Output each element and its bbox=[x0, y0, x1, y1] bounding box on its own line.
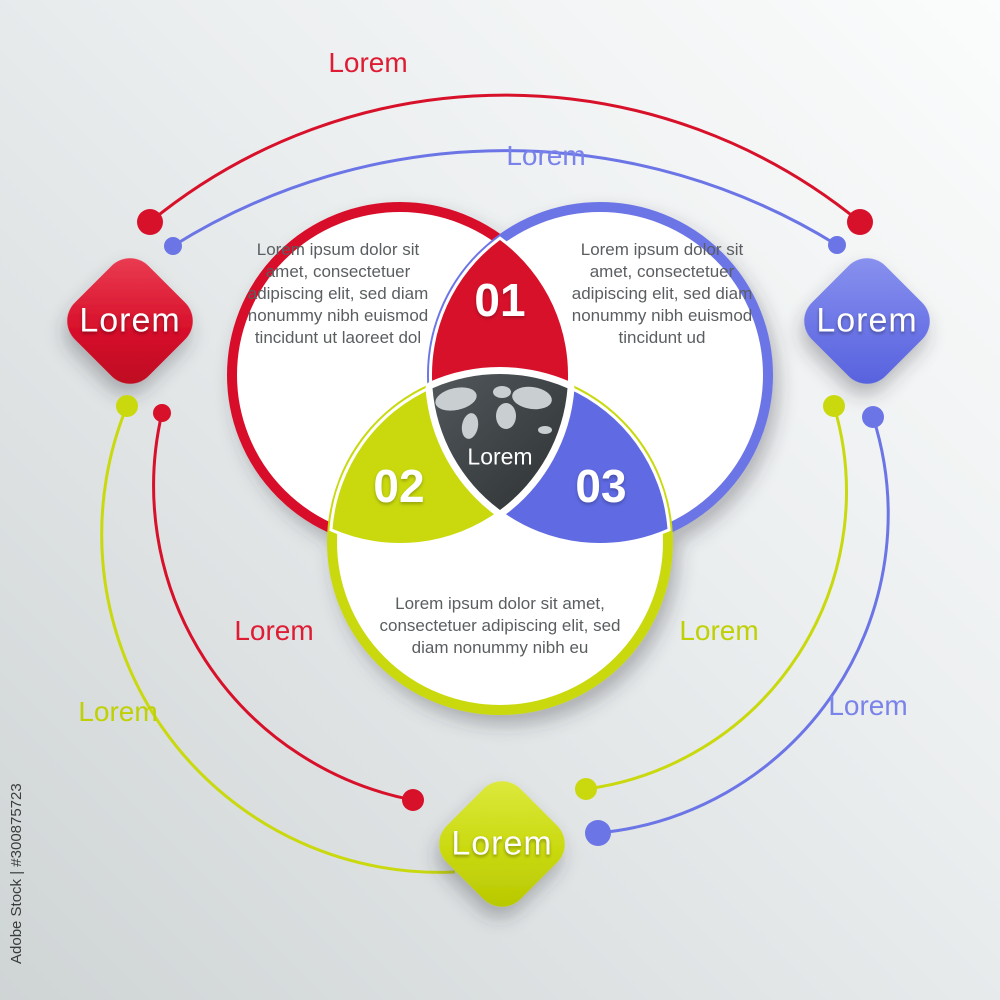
dot-blue-top-left bbox=[164, 237, 182, 255]
dot-red-top-left bbox=[137, 209, 163, 235]
world-map-icon bbox=[435, 386, 552, 439]
map-continent-europe bbox=[493, 386, 511, 398]
shield-center-label: Lorem bbox=[467, 443, 533, 470]
step-number-01: 01 bbox=[474, 274, 526, 326]
map-continent-africa bbox=[496, 403, 516, 429]
bottom-circle-text: Lorem ipsum dolor sit amet, consectetuer… bbox=[379, 594, 621, 657]
connector-label-top-blue: Lorem bbox=[506, 140, 586, 171]
nodes bbox=[67, 258, 930, 907]
node-diamond-left bbox=[67, 258, 193, 384]
connector-arcs bbox=[100, 93, 890, 874]
connector-arc-left-red bbox=[152, 412, 414, 802]
connector-label-left-yellow: Lorem bbox=[78, 696, 158, 727]
map-continent-south-america bbox=[461, 413, 479, 439]
connector-arc-top-red bbox=[149, 93, 861, 224]
node-diamond-bottom bbox=[439, 781, 565, 907]
dot-yellow-right bbox=[823, 395, 845, 417]
connector-label-left-red: Lorem bbox=[234, 615, 314, 646]
dot-yellow-bottom bbox=[575, 778, 597, 800]
dot-red-left bbox=[153, 404, 171, 422]
connector-arc-right-yellow bbox=[585, 405, 848, 791]
step-number-03: 03 bbox=[575, 460, 627, 512]
node-label-left: Lorem bbox=[79, 301, 181, 340]
step-number-02: 02 bbox=[373, 460, 425, 512]
dot-blue-top-right bbox=[828, 236, 846, 254]
node-label-right: Lorem bbox=[816, 301, 918, 340]
dot-red-bottom bbox=[402, 789, 424, 811]
map-continent-asia bbox=[512, 386, 552, 410]
connector-arc-left-yellow bbox=[100, 405, 456, 874]
dot-yellow-left bbox=[116, 395, 138, 417]
stock-watermark: Adobe Stock | #300875723 bbox=[8, 783, 25, 964]
connector-arc-right-blue bbox=[597, 416, 890, 835]
dot-blue-right bbox=[862, 406, 884, 428]
connector-label-right-yellow: Lorem bbox=[679, 615, 759, 646]
connector-dots bbox=[116, 209, 884, 846]
venn-overlap-sections bbox=[329, 236, 671, 547]
connector-label-top-red: Lorem bbox=[328, 47, 408, 78]
map-continent-australia bbox=[538, 426, 552, 434]
blue-circle-text: Lorem ipsum dolor sit amet, consectetuer… bbox=[571, 240, 753, 347]
node-label-bottom: Lorem bbox=[451, 824, 553, 863]
map-continent-north-america bbox=[435, 387, 477, 411]
dot-blue-bottom bbox=[585, 820, 611, 846]
node-diamond-right bbox=[804, 258, 930, 384]
connector-arc-top-blue bbox=[172, 149, 838, 248]
connector-label-right-blue: Lorem bbox=[828, 690, 908, 721]
red-circle-text: Lorem ipsum dolor sit amet, consectetuer… bbox=[247, 240, 429, 347]
dot-red-top-right bbox=[847, 209, 873, 235]
